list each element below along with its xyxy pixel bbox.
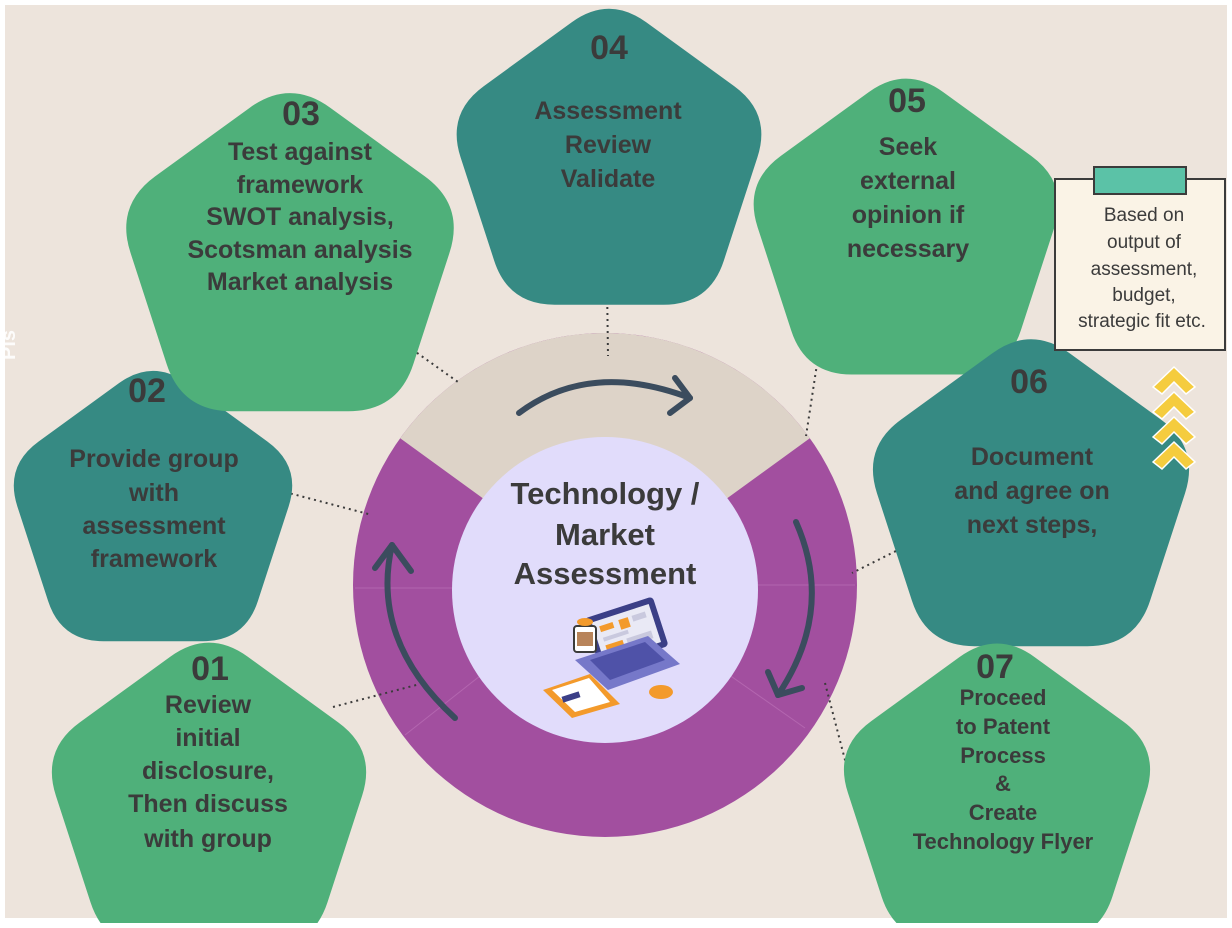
note-line-4: budget, <box>1112 285 1175 306</box>
step-04: 04 Assessment Review Validate <box>456 8 762 305</box>
note-line-5: strategic fit etc. <box>1078 311 1206 332</box>
step-02-line-1: Provide group <box>69 445 238 473</box>
connector-06 <box>851 542 913 574</box>
center-title-line-3: Assessment <box>514 556 697 591</box>
chevron-up-icon <box>1151 440 1197 470</box>
ring-segment-dividers <box>355 584 855 736</box>
step-03-number: 03 <box>282 95 320 133</box>
step-07-line-2: to Patent <box>956 714 1051 739</box>
chevron-up-icon <box>1151 365 1197 395</box>
note-line-3: assessment, <box>1091 259 1198 280</box>
cycle-arrows <box>372 375 815 721</box>
step-07-number: 07 <box>976 648 1014 686</box>
arrow-right-head <box>765 669 805 698</box>
step-06-line-3: next steps, <box>967 511 1098 539</box>
note-card-tab <box>1093 166 1187 195</box>
step-02-shape <box>13 370 293 642</box>
step-03-line-4: Scotsman analysis <box>187 236 412 264</box>
step-06: 06 Document and agree on next steps, <box>872 339 1190 647</box>
step-01: 01 Review initial disclosure, Then discu… <box>51 642 367 928</box>
step-07-line-6: Technology Flyer <box>913 829 1094 854</box>
step-03-line-5: Market analysis <box>207 268 393 296</box>
note-line-2: output of <box>1107 232 1182 253</box>
step-02-line-4: framework <box>91 545 218 573</box>
step-01-line-2: initial <box>175 724 240 752</box>
step-02-number: 02 <box>128 372 166 410</box>
step-06-number: 06 <box>1010 363 1048 401</box>
step-06-line-2: and agree on <box>954 477 1110 505</box>
step-03-line-2: framework <box>237 171 364 199</box>
center-title-line-1: Technology / <box>511 476 700 511</box>
step-05-line-4: necessary <box>847 235 969 263</box>
step-04-number: 04 <box>590 29 628 67</box>
step-02: 02 Provide group with assessment framewo… <box>13 370 293 642</box>
step-07-line-4: & <box>995 771 1011 796</box>
arrow-right <box>775 519 815 698</box>
center-circle <box>452 437 758 743</box>
step-05-number: 05 <box>888 82 926 120</box>
note-line-1: Based on <box>1104 205 1184 226</box>
step-03-shape <box>126 93 454 412</box>
step-03-line-1: Test against <box>228 138 373 166</box>
ring-beige-segment <box>400 333 810 516</box>
note-card-body <box>1054 178 1226 351</box>
step-06-shape <box>872 339 1190 647</box>
step-02-line-2: with <box>128 479 179 507</box>
step-05-line-2: external <box>860 167 956 195</box>
chevron-up-icon <box>1151 415 1197 445</box>
arrow-top <box>516 379 693 416</box>
step-07-line-5: Create <box>969 800 1037 825</box>
center-title: Technology / Market Assessment <box>511 476 700 591</box>
chevron-up-icons <box>1151 365 1197 470</box>
step-07-line-3: Process <box>960 743 1046 768</box>
note-card: Based on output of assessment, budget, s… <box>1054 166 1226 351</box>
step-03: 03 Test against framework SWOT analysis,… <box>126 93 454 412</box>
step-01-line-3: disclosure, <box>142 757 274 785</box>
step-04-line-1: Assessment <box>534 97 682 125</box>
step-01-number: 01 <box>191 650 229 688</box>
step-06-line-1: Document <box>971 443 1094 471</box>
step-07: 07 Proceed to Patent Process & Create Te… <box>843 643 1151 928</box>
step-05-line-3: opinion if <box>852 201 965 229</box>
side-label: Pls <box>0 330 20 360</box>
arrow-top-head <box>667 375 693 416</box>
step-05: 05 Seek external opinion if necessary <box>753 78 1059 375</box>
step-03-line-3: SWOT analysis, <box>206 203 394 231</box>
step-01-shape <box>51 642 367 928</box>
step-04-shape <box>456 8 762 305</box>
arrow-left-head <box>372 542 414 574</box>
step-05-line-1: Seek <box>879 133 937 161</box>
step-07-shape <box>843 643 1151 928</box>
arrow-left <box>384 542 458 721</box>
step-01-line-1: Review <box>165 691 252 719</box>
chevron-up-icon <box>1151 390 1197 420</box>
step-02-line-3: assessment <box>82 512 226 540</box>
center-title-line-2: Market <box>555 517 655 552</box>
step-07-line-1: Proceed <box>960 685 1047 710</box>
laptop-icon <box>543 597 680 718</box>
step-04-line-2: Review <box>565 131 652 159</box>
step-01-line-5: with group <box>143 825 272 853</box>
step-04-line-3: Validate <box>561 165 656 193</box>
step-05-shape <box>753 78 1059 375</box>
step-01-line-4: Then discuss <box>128 790 288 818</box>
